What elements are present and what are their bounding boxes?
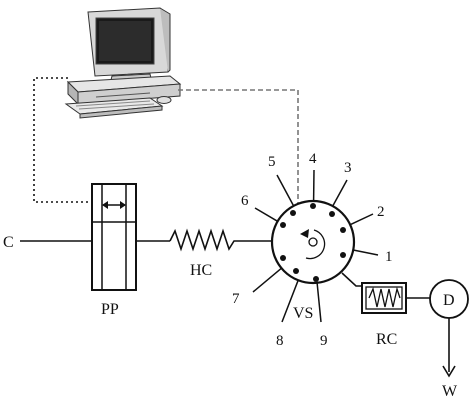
valve-port-hole-7 [280,255,286,261]
selection-valve [270,199,356,285]
reaction-coil-label: RC [376,331,397,348]
double-arrow-icon [102,201,126,209]
valve-port-tube-5 [276,174,295,207]
valve-port-labels: 1 2 3 4 5 6 7 8 9 [232,151,393,349]
reaction-coil [341,272,430,314]
valve-port-label-9: 9 [320,333,328,349]
valve-port-label-5: 5 [268,154,276,170]
valve-port-tube-8 [281,279,299,323]
pump-label: PP [101,301,119,318]
valve-port-hole-1 [340,252,346,258]
rotation-arrow-icon [300,229,326,260]
valve-port-tube-9 [316,282,322,323]
computer-icon [64,7,182,119]
valve-port-label-6: 6 [241,193,249,209]
valve-port-hole-3 [329,211,335,217]
valve-port-label-8: 8 [276,333,284,349]
waste-arrow-icon [442,365,456,378]
valve-port-hole-5 [290,210,296,216]
valve-port-tube-2 [349,213,374,226]
detector-label: D [443,292,455,309]
valve-port-hole-4 [310,203,316,209]
valve-port-label-3: 3 [344,160,352,176]
valve-label: VS [293,305,313,322]
holding-coil [169,228,272,252]
valve-port-label-1: 1 [385,249,393,265]
valve-port-tube-6 [254,207,278,222]
peristaltic-pump [91,183,137,291]
valve-port-tube-7 [252,267,282,293]
pump-control-line [33,77,96,203]
waste-label: W [442,383,458,400]
valve-port-holes [280,203,346,282]
valve-port-tube-1 [353,249,379,256]
holding-coil-label: HC [190,262,212,279]
valve-port-tubes [252,169,379,323]
valve-port-label-7: 7 [232,291,240,307]
valve-control-line [178,89,299,214]
valve-center [308,237,318,247]
valve-port-hole-9 [313,276,319,282]
valve-port-hole-6 [280,222,286,228]
valve-port-tube-3 [332,179,348,207]
valve-port-hole-8 [293,268,299,274]
valve-port-hole-2 [340,227,346,233]
valve-port-label-2: 2 [377,204,385,220]
carrier-label: C [3,234,14,251]
valve-port-label-4: 4 [309,151,317,167]
